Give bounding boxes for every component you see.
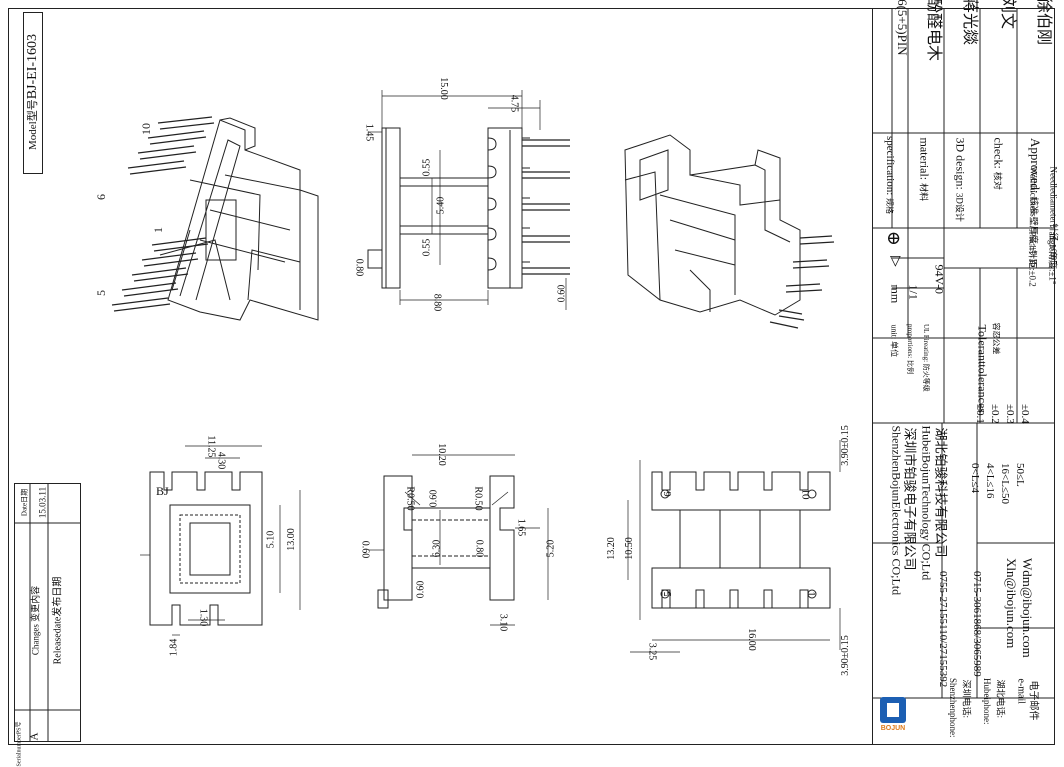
bojun-logo-accent-icon <box>887 703 899 717</box>
top-view <box>368 454 549 626</box>
dim-1-84: 1.84 <box>168 638 180 657</box>
unit-label: unit: 单位 <box>889 324 899 358</box>
side-view-top <box>367 90 570 310</box>
pin-label-1-bottom: 1 <box>804 591 817 597</box>
dim-16-00: 16.00 <box>745 628 757 651</box>
dim-0-55-b: 0.55 <box>421 238 433 257</box>
dim-8-80: 8.80 <box>431 293 443 312</box>
dim-r0-50-b: R0.50 <box>472 486 484 511</box>
tol-range-1: 0<L≤4 <box>969 463 981 493</box>
dim-0-60-a: 0.60 <box>556 284 568 303</box>
material-value: 酚醛电木 <box>925 0 942 62</box>
tol-wall: Wallthickness壁厚度:±0.15 <box>1028 166 1039 267</box>
dim-1-65: 1.65 <box>515 518 527 537</box>
pin-label-10: 10 <box>139 123 153 135</box>
ul-value: 94V-0 <box>932 264 947 295</box>
dim-10-20: 10.20 <box>435 443 447 466</box>
hubei-phone-label-cn: 湖北电话: <box>995 679 1006 719</box>
email-label: e-mail <box>1015 678 1027 705</box>
dim-0-80-b: 0.80 <box>473 539 485 558</box>
pin-label-6: 6 <box>94 194 108 200</box>
pin-label-5: 5 <box>94 290 108 296</box>
specification-value: EI-16(5+5)PIN <box>895 0 910 56</box>
tol-range-4: 50≤L <box>1014 463 1026 487</box>
proportions-label: proportions: 比例 <box>906 324 914 374</box>
shenzhen-phone-label-cn: 深圳电话: <box>961 679 972 719</box>
specification-label: specification: 规格 <box>884 136 896 215</box>
bottom-view <box>627 440 841 653</box>
projection-symbol-icon: ⊕ <box>886 228 902 248</box>
pin-label-5-bottom: 5 <box>661 591 674 597</box>
dim-0-60-d: 0.60 <box>415 580 427 599</box>
tol-value-3: ±0.3 <box>1004 404 1016 424</box>
unit-value: mm <box>888 284 903 304</box>
hubei-phone-label: Hubeiphone: <box>982 678 992 725</box>
dim-1-45: 1.45 <box>363 123 375 142</box>
change-table <box>14 483 81 742</box>
approved-value: 徐伯刚 <box>1035 0 1052 46</box>
pin-label-1: 1 <box>151 227 165 233</box>
design-value: 蒋光燚 <box>961 0 978 46</box>
tol-needle: Needlediameter针径:±0.05 <box>1048 166 1059 265</box>
dim-13-20: 13.20 <box>605 537 617 560</box>
bj-mark: BJ <box>156 484 169 498</box>
dim-3-90-bottom: 3.90±0.15 <box>839 635 851 676</box>
dim-0-80-a: 0.80 <box>353 258 365 277</box>
dim-0-60-c: 0.60 <box>359 540 371 559</box>
email-label-cn: 电子邮件 <box>1027 680 1039 721</box>
design-label: 3D design: 3D设计 <box>953 137 968 222</box>
model-box: Model型号BJ-EI-1603 <box>23 12 43 174</box>
dim-13-00: 13.00 <box>285 528 297 551</box>
dim-0-55-a: 0.55 <box>421 158 433 177</box>
tol-range-2: 4<L≤16 <box>984 463 996 499</box>
dim-4-75: 4.75 <box>508 94 520 113</box>
pin-label-6-bottom: 6 <box>661 491 674 497</box>
shenzhen-phone-label: Shenzhenphone: <box>948 678 958 738</box>
iso-view-right <box>624 134 835 329</box>
check-label: check: 核对 <box>991 137 1006 190</box>
dim-5-40: 5.40 <box>435 196 447 215</box>
dim-0-60-b: 0.60 <box>428 489 440 508</box>
tol-range-3: 16<L≤50 <box>999 463 1011 504</box>
dim-3-25: 3.25 <box>646 642 658 661</box>
dim-5-10: 5.10 <box>265 530 277 549</box>
dim-15: 15.00 <box>437 77 449 100</box>
dim-5-20: 5.20 <box>545 539 557 558</box>
company-name-en-2: HubeiBojunTechnology CO;Ltd <box>919 425 934 581</box>
projection-cone-icon: ▽ <box>890 254 901 269</box>
dim-4-30: 4.30 <box>215 451 227 470</box>
dim-6-30: 6.30 <box>431 539 443 558</box>
check-value: 刘文 <box>999 0 1016 30</box>
bojun-logo: BOJUN <box>878 695 908 741</box>
tol-value-1: ±0.1 <box>974 404 986 424</box>
dim-1-30: 1.30 <box>197 608 209 627</box>
dim-r0-50-a: R0.50 <box>404 486 416 511</box>
proportions-value: 1/1 <box>906 284 921 300</box>
pin-label-10-bottom: 10 <box>799 488 812 500</box>
dim-10-50: 10.50 <box>623 537 635 560</box>
iso-view-left <box>111 116 319 321</box>
dim-3-90-top: 3.90±0.15 <box>839 425 851 466</box>
material-label: material: 材料 <box>917 137 932 202</box>
end-view <box>140 445 301 636</box>
title-block-grid <box>872 8 1055 745</box>
bojun-logo-text: BOJUN <box>880 725 906 732</box>
dim-3-10: 3.10 <box>497 613 509 632</box>
technical-drawing: 5 6 10 1 <box>94 90 841 653</box>
tol-value-2: ±0.2 <box>989 404 1001 424</box>
tol-value-4: ±0.4 <box>1019 404 1031 424</box>
ul-label: UL Fireating: 防火等级 <box>922 324 930 392</box>
